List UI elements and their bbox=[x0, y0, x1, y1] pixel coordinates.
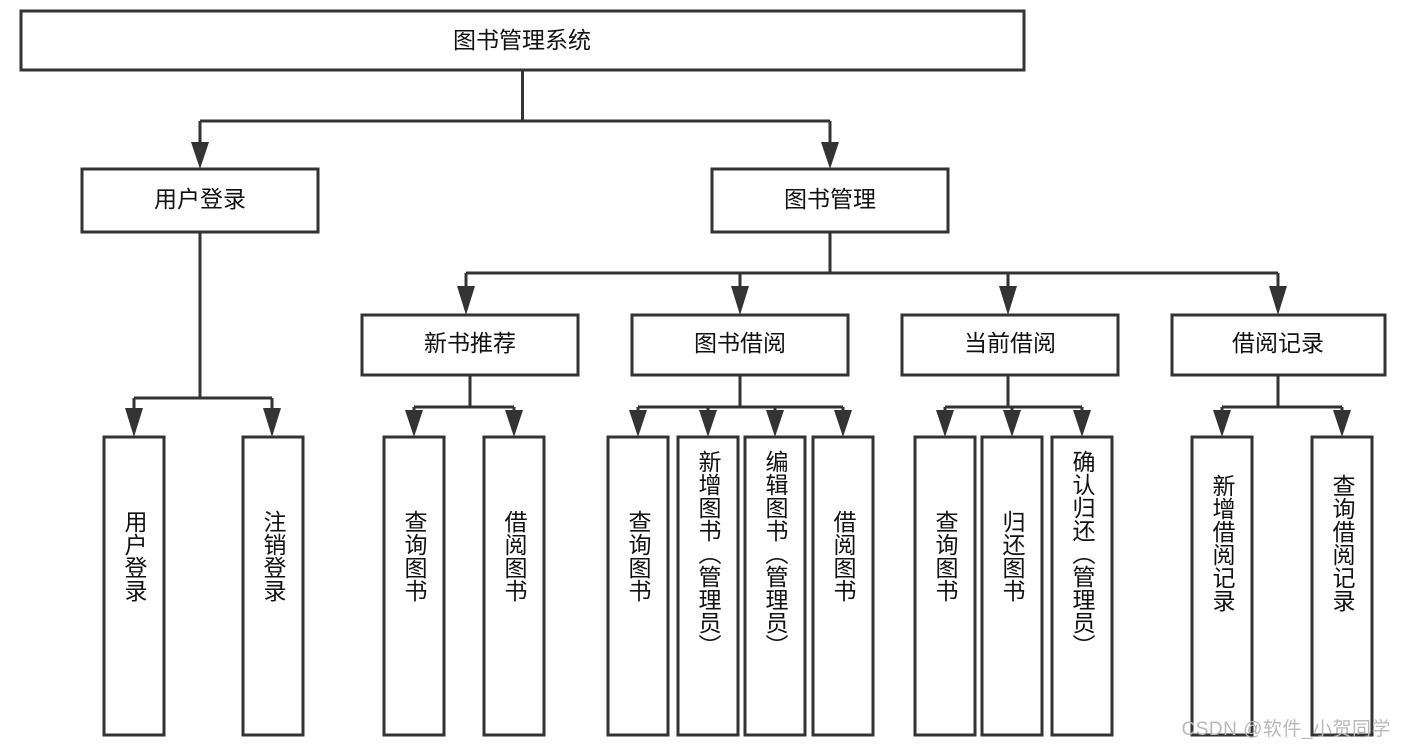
node-leaf-8[interactable]: 借阅图书 bbox=[811, 435, 875, 737]
arrowhead-leaf-5 bbox=[629, 410, 647, 437]
node-borrow-record[interactable]: 借阅记录 bbox=[1170, 313, 1387, 377]
arrowhead-leaf-1 bbox=[125, 408, 143, 437]
node-leaf-3[interactable]: 查询图书 bbox=[382, 435, 446, 737]
arrowhead-leaf-9 bbox=[936, 410, 954, 437]
arrowhead-borrow-record bbox=[1269, 286, 1287, 315]
node-new-book-recommend-label: 新书推荐 bbox=[424, 330, 516, 356]
connector-group-borrow-record bbox=[1213, 375, 1351, 437]
node-leaf-1-box[interactable] bbox=[102, 435, 166, 737]
node-leaf-4[interactable]: 借阅图书 bbox=[482, 435, 546, 737]
node-leaf-12-box[interactable] bbox=[1190, 435, 1254, 737]
node-leaf-6-label: 新增图书（管理员） bbox=[695, 450, 722, 657]
node-leaf-2-box[interactable] bbox=[241, 435, 305, 737]
node-borrow-record-label: 借阅记录 bbox=[1232, 330, 1324, 356]
node-current-borrow-label: 当前借阅 bbox=[964, 330, 1056, 356]
node-leaf-7-box[interactable] bbox=[743, 435, 807, 737]
node-user-login-label: 用户登录 bbox=[154, 186, 246, 212]
node-leaf-3-label: 查询图书 bbox=[401, 510, 428, 602]
arrowhead-leaf-8 bbox=[834, 410, 852, 437]
node-leaf-5-box[interactable] bbox=[606, 435, 670, 737]
node-leaf-11-box[interactable] bbox=[1050, 435, 1114, 737]
node-leaf-10-box[interactable] bbox=[980, 435, 1044, 737]
node-leaf-8-box[interactable] bbox=[811, 435, 875, 737]
node-leaf-6-box[interactable] bbox=[676, 435, 740, 737]
arrowhead-leaf-7 bbox=[766, 410, 784, 437]
node-user-login[interactable]: 用户登录 bbox=[80, 167, 320, 234]
node-book-management-label: 图书管理 bbox=[784, 186, 876, 212]
node-leaf-12-label: 新增借阅记录 bbox=[1209, 474, 1236, 612]
node-new-book-recommend[interactable]: 新书推荐 bbox=[360, 313, 580, 377]
arrowhead-leaf-2 bbox=[263, 408, 281, 437]
connector-group-new-book-recommend bbox=[405, 375, 523, 437]
node-leaf-12[interactable]: 新增借阅记录 bbox=[1190, 435, 1254, 737]
node-leaf-9-box[interactable] bbox=[913, 435, 977, 737]
connector-group-root bbox=[191, 70, 839, 169]
node-borrow-record-box[interactable] bbox=[1170, 313, 1387, 377]
node-book-borrow[interactable]: 图书借阅 bbox=[630, 313, 850, 377]
arrowhead-leaf-11 bbox=[1073, 410, 1091, 437]
arrowhead-leaf-13 bbox=[1333, 410, 1351, 437]
node-current-borrow[interactable]: 当前借阅 bbox=[900, 313, 1120, 377]
node-leaf-13-box[interactable] bbox=[1310, 435, 1374, 737]
node-leaf-4-box[interactable] bbox=[482, 435, 546, 737]
connector-group-book-borrow bbox=[629, 375, 852, 437]
arrowhead-leaf-10 bbox=[1003, 410, 1021, 437]
node-root[interactable]: 图书管理系统 bbox=[19, 9, 1026, 72]
node-leaf-7[interactable]: 编辑图书（管理员） bbox=[743, 435, 807, 737]
arrowhead-current-borrow bbox=[999, 286, 1017, 315]
node-leaf-1-label: 用户登录 bbox=[121, 510, 148, 602]
node-leaf-2-label: 注销登录 bbox=[260, 510, 287, 602]
node-root-label: 图书管理系统 bbox=[453, 27, 591, 53]
node-leaf-9[interactable]: 查询图书 bbox=[913, 435, 977, 737]
connector-group-user-login bbox=[125, 232, 281, 437]
arrowhead-leaf-6 bbox=[699, 410, 717, 437]
node-leaf-1[interactable]: 用户登录 bbox=[102, 435, 166, 737]
node-book-management-box[interactable] bbox=[710, 167, 950, 234]
node-book-management[interactable]: 图书管理 bbox=[710, 167, 950, 234]
node-leaf-11-label: 确认归还（管理员） bbox=[1069, 450, 1096, 657]
node-leaf-11[interactable]: 确认归还（管理员） bbox=[1050, 435, 1114, 737]
arrowhead-user-login bbox=[191, 142, 209, 169]
node-leaf-5[interactable]: 查询图书 bbox=[606, 435, 670, 737]
node-leaf-9-label: 查询图书 bbox=[932, 510, 959, 602]
node-book-borrow-box[interactable] bbox=[630, 313, 850, 377]
node-leaf-13-label: 查询借阅记录 bbox=[1329, 474, 1356, 612]
arrowhead-new-book-recommend bbox=[457, 286, 475, 315]
node-leaf-2[interactable]: 注销登录 bbox=[241, 435, 305, 737]
node-leaf-8-label: 借阅图书 bbox=[830, 510, 857, 602]
connector-group-book-management bbox=[457, 232, 1287, 315]
connector-group-current-borrow bbox=[936, 375, 1091, 437]
node-leaf-4-label: 借阅图书 bbox=[501, 510, 528, 602]
node-new-book-recommend-box[interactable] bbox=[360, 313, 580, 377]
node-leaf-5-label: 查询图书 bbox=[625, 510, 652, 602]
node-book-borrow-label: 图书借阅 bbox=[694, 330, 786, 356]
arrowhead-leaf-12 bbox=[1213, 410, 1231, 437]
node-current-borrow-box[interactable] bbox=[900, 313, 1120, 377]
node-user-login-box[interactable] bbox=[80, 167, 320, 234]
arrowhead-leaf-3 bbox=[405, 410, 423, 437]
node-root-box[interactable] bbox=[19, 9, 1026, 72]
node-leaf-6[interactable]: 新增图书（管理员） bbox=[676, 435, 740, 737]
node-leaf-13[interactable]: 查询借阅记录 bbox=[1310, 435, 1374, 737]
node-leaf-10-label: 归还图书 bbox=[999, 510, 1026, 602]
node-leaf-3-box[interactable] bbox=[382, 435, 446, 737]
arrowhead-book-management bbox=[821, 142, 839, 169]
arrowhead-book-borrow bbox=[731, 286, 749, 315]
node-leaf-7-label: 编辑图书（管理员） bbox=[762, 450, 789, 657]
node-leaf-10[interactable]: 归还图书 bbox=[980, 435, 1044, 737]
arrowhead-leaf-4 bbox=[505, 410, 523, 437]
